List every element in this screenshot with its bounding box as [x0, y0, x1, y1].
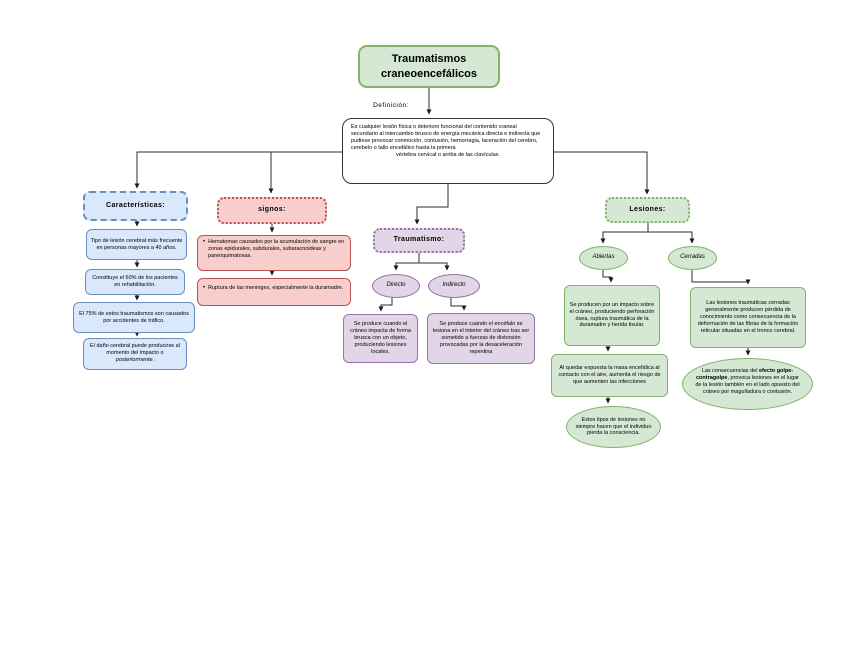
header-caracteristicas-label: Características: [106, 201, 165, 209]
signo-2-bullet: Ruptura de las meninges, especialmente l… [203, 285, 343, 292]
cerradas-ellipse-note: Las consecuencias del efecto golpe-contr… [682, 358, 813, 410]
header-traumatismo: Traumatismo: [373, 228, 465, 253]
header-caracteristicas: Características: [83, 191, 188, 221]
title-node: Traumatismos craneoencefálicos [358, 45, 500, 88]
header-traumatismo-label: Traumatismo: [393, 236, 445, 244]
caracteristica-2: Constituye el 60% de los pacientes en re… [85, 269, 185, 295]
definition-text-2: vértebra cervical o arriba de las clavíc… [396, 151, 500, 158]
signo-1-text: Hematomas causados por la acumulación de… [208, 239, 345, 259]
header-lesiones-label: Lesiones: [629, 205, 666, 213]
directo-description: Se produce cuando el cráneo impacta de f… [343, 314, 418, 363]
ellipse-directo: Directo [372, 274, 420, 298]
ellipse-abiertas: Abiertas [579, 246, 628, 270]
cerradas-note-end: , provoca lesiones en el lugar de la les… [695, 374, 800, 395]
header-signos: signos: [217, 197, 327, 224]
abiertas-ellipse-note: Estos tipos de lesiones no siempre hacen… [566, 406, 661, 448]
cerradas-note-bold: efecto golpe-contragolpe [695, 368, 794, 381]
abiertas-box-2: Al quedar expuesta la masa encefálica al… [551, 354, 668, 397]
header-lesiones: Lesiones: [605, 197, 690, 223]
definition-node: Es cualquier lesión física o deterioro f… [342, 118, 554, 184]
ellipse-indirecto: Indirecto [428, 274, 480, 298]
caracteristica-4-end: . [152, 356, 155, 363]
caracteristica-1: Tipo de lesión cerebral más frecuente en… [86, 229, 187, 260]
indirecto-description: Se produce cuando el encéfalo se lesiona… [427, 313, 535, 364]
caracteristica-4-italic: posteriormente [115, 356, 153, 363]
header-signos-label: signos: [258, 206, 286, 214]
signo-2: Ruptura de las meninges, especialmente l… [197, 278, 351, 306]
ellipse-cerradas: Cerradas [668, 246, 717, 270]
signo-2-text: Ruptura de las meninges, especialmente l… [208, 285, 344, 291]
caracteristica-4: El daño cerebral puede producirse al mom… [83, 338, 187, 370]
definition-text: Es cualquier lesión física o deterioro f… [351, 124, 541, 151]
cerradas-box-1: Las lesiones traumáticas cerradas genera… [690, 287, 806, 348]
caracteristica-3: El 75% de estos traumatismos son causado… [73, 302, 195, 333]
signo-1: Hematomas causados por la acumulación de… [197, 235, 351, 271]
cerradas-note-text: Las consecuencias del [701, 368, 759, 374]
abiertas-box-1: Se producen por un impacto sobre el crán… [564, 285, 660, 346]
diagram-title: Traumatismos craneoencefálicos [381, 53, 477, 80]
definition-label: Definición: [373, 101, 409, 109]
signo-1-bullet: Hematomas causados por la acumulación de… [203, 239, 345, 260]
caracteristica-4-text: El daño cerebral puede producirse al mom… [90, 343, 180, 356]
